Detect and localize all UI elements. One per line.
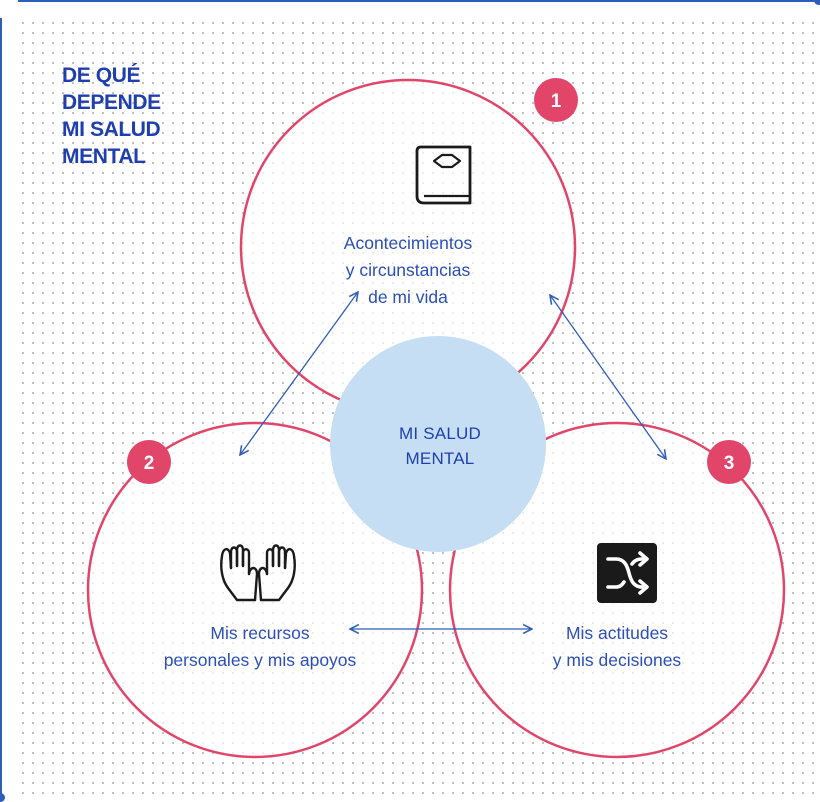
center-label-line-2: MENTAL [405,449,475,468]
arrow-1-to-3 [550,295,666,459]
factor-1-label-line-3: de mi vida [368,287,448,307]
title-line-3: MI SALUD [62,118,161,141]
shuffle-icon [597,543,657,603]
badge-3-number: 3 [724,453,735,474]
frame-top-border [18,0,818,2]
factor-1-label: Acontecimientos y circunstancias de mi v… [328,230,488,311]
page-title: DE QUÉ DEPENDE MI SALUD MENTAL [62,62,161,170]
frame-corner-dot-top [814,0,820,5]
center-label-line-1: MI SALUD [399,424,481,443]
book-icon [415,145,472,205]
badge-2: 2 [127,440,171,484]
center-label: MI SALUD MENTAL [340,421,540,471]
badge-2-number: 2 [144,453,155,474]
badge-3: 3 [707,440,751,484]
title-line-1: DE QUÉ [62,64,141,87]
factor-3-label-line-2: y mis decisiones [552,650,682,670]
center-circle [330,336,546,552]
title-line-4: MENTAL [62,145,146,168]
factor-3-label-line-1: Mis actitudes [565,623,669,643]
badge-1-number: 1 [551,91,562,112]
factor-1-label-line-2: y circunstancias [345,260,471,280]
title-line-2: DEPENDE [62,91,161,114]
open-hands-icon [220,544,296,602]
factor-2-label-line-2: personales y mis apoyos [163,650,357,670]
arrow-1-to-2 [240,292,358,455]
frame-left-border [0,18,2,798]
factor-2-label: Mis recursos personales y mis apoyos [150,620,370,674]
factor-2-label-line-1: Mis recursos [210,623,310,643]
factor-1-label-line-1: Acontecimientos [343,233,473,253]
frame-corner-dot-bottom [0,793,5,802]
badge-1: 1 [534,78,578,122]
factor-3-label: Mis actitudes y mis decisiones [537,620,697,674]
